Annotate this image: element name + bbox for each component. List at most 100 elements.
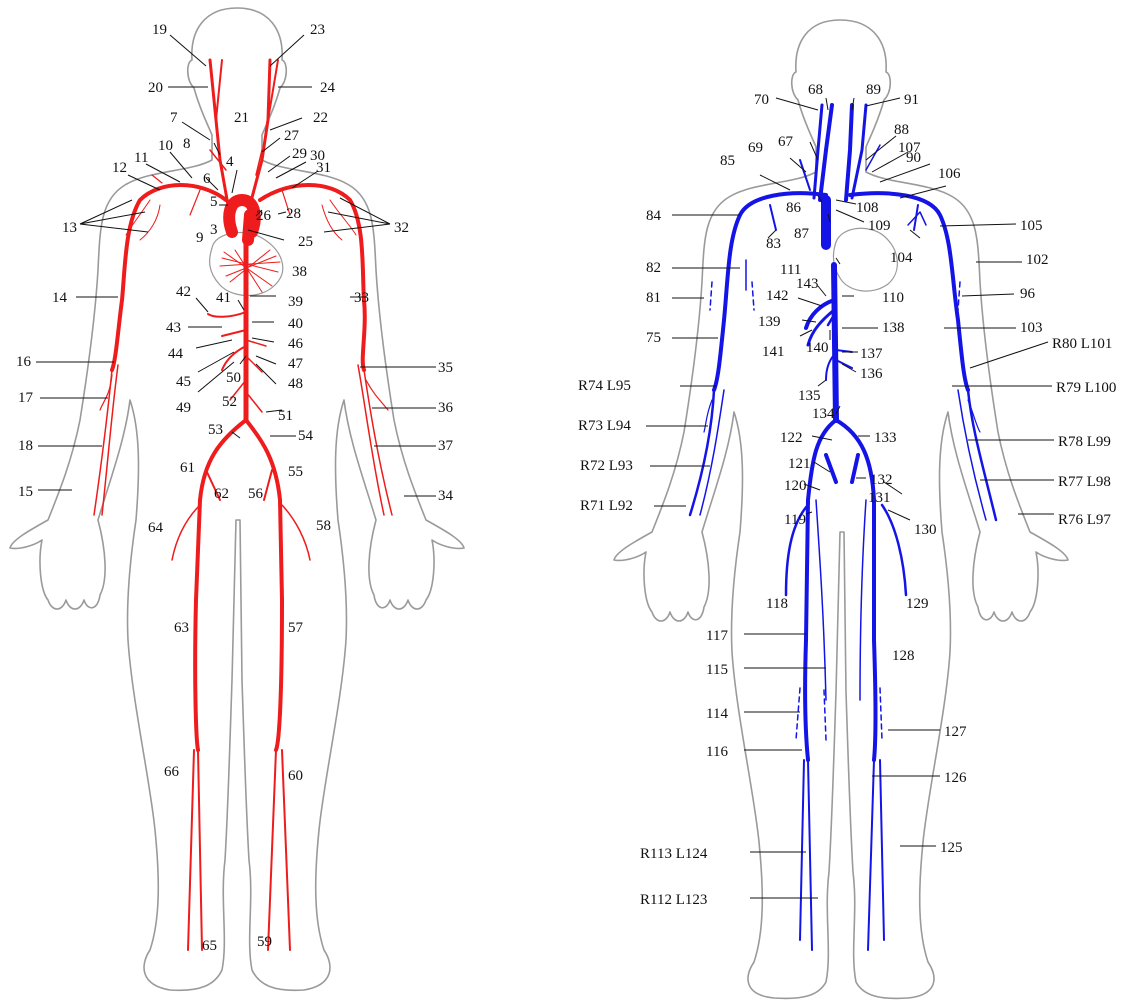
vessel-label: 50	[226, 370, 241, 386]
vessel-label: R80 L101	[1052, 336, 1112, 352]
vessel-label: 44	[168, 346, 184, 362]
vessel-label: 38	[292, 264, 307, 280]
vessel-label: 7	[170, 110, 178, 126]
vessel-label: 105	[1020, 218, 1043, 234]
venous-figure: 6889709188671076990851068610884871098310…	[578, 20, 1116, 998]
vessel-label: 120	[784, 478, 807, 494]
vessel-label: 40	[288, 316, 303, 332]
vessel-label: 49	[176, 400, 191, 416]
vessel-label: 137	[860, 346, 883, 362]
vessel-label: 126	[944, 770, 967, 786]
vessel-label: 87	[794, 226, 810, 242]
vessel-label: 90	[906, 150, 921, 166]
vessel-label: 68	[808, 82, 823, 98]
vessel-label: 122	[780, 430, 803, 446]
vessel-label: 69	[748, 140, 763, 156]
vessel-label: 6	[203, 171, 211, 187]
vessel-label: 96	[1020, 286, 1036, 302]
vessel-label: 12	[112, 160, 127, 176]
vessel-label: 26	[256, 208, 272, 224]
vessel-label: R112 L123	[640, 892, 707, 908]
vessel-label: 117	[706, 628, 728, 644]
vessel-label: 66	[164, 764, 180, 780]
vessel-label: 3	[210, 222, 218, 238]
coronary-arteries	[220, 250, 280, 292]
vessel-label: 59	[257, 934, 272, 950]
vessel-label: 104	[890, 250, 913, 266]
vessel-label: 131	[868, 490, 891, 506]
vessel-label: 19	[152, 22, 167, 38]
vessel-label: 114	[706, 706, 728, 722]
vessel-label: 84	[646, 208, 662, 224]
vessel-label: 119	[784, 512, 806, 528]
subclavian-arm-arteries-left	[260, 185, 392, 515]
vessel-label: 134	[812, 406, 835, 422]
vessel-label: 102	[1026, 252, 1049, 268]
vessel-label: 115	[706, 662, 728, 678]
vessel-label: 128	[892, 648, 915, 664]
vessel-label: 138	[882, 320, 905, 336]
vessel-label: 41	[216, 290, 231, 306]
vessel-label: 25	[298, 234, 313, 250]
vessel-label: 67	[778, 134, 794, 150]
vessel-label: 33	[354, 290, 369, 306]
vessel-label: 10	[158, 138, 173, 154]
vessel-label: 103	[1020, 320, 1043, 336]
vessel-label: 60	[288, 768, 303, 784]
vessel-label: 28	[286, 206, 301, 222]
vessel-label: R74 L95	[578, 378, 631, 394]
vessel-label: 47	[288, 356, 304, 372]
vessel-label: R72 L93	[580, 458, 633, 474]
vessel-label: 18	[18, 438, 33, 454]
vessel-label: 125	[940, 840, 963, 856]
vessel-label: 53	[208, 422, 223, 438]
vessel-label: 116	[706, 744, 728, 760]
vessel-label: 36	[438, 400, 454, 416]
vessel-label: 16	[16, 354, 32, 370]
vessel-label: 132	[870, 472, 893, 488]
vessel-label: 58	[316, 518, 331, 534]
vessel-label: 63	[174, 620, 189, 636]
vessel-label: 85	[720, 153, 735, 169]
vessel-label: 140	[806, 340, 829, 356]
vessel-label: R78 L99	[1058, 434, 1111, 450]
head-neck-veins	[800, 105, 880, 200]
arterial-figure: 1923202472122827102930114311265262813323…	[10, 8, 464, 990]
vessel-label: 82	[646, 260, 661, 276]
vessel-label: 15	[18, 484, 33, 500]
vessel-label: 65	[202, 938, 217, 954]
vessel-label: R71 L92	[580, 498, 633, 514]
heart-outline-right	[833, 228, 897, 291]
vessel-label: 109	[868, 218, 891, 234]
vessel-label: 110	[882, 290, 904, 306]
vessel-label: 35	[438, 360, 453, 376]
vessel-label: 106	[938, 166, 961, 182]
vessel-label: 91	[904, 92, 919, 108]
vessel-label: 54	[298, 428, 314, 444]
vessel-label: 89	[866, 82, 881, 98]
vessel-label: 23	[310, 22, 325, 38]
body-outline-left	[10, 8, 464, 990]
vessel-label: 37	[438, 438, 454, 454]
vessel-label: 108	[856, 200, 879, 216]
arterial-labels: 1923202472122827102930114311265262813323…	[16, 22, 454, 954]
vessel-label: 143	[796, 276, 819, 292]
vessel-label: 39	[288, 294, 303, 310]
vessel-label: 31	[316, 160, 331, 176]
vessel-label: 86	[786, 200, 802, 216]
vessel-label: 83	[766, 236, 781, 252]
vessel-label: 135	[798, 388, 821, 404]
vessel-label: 29	[292, 146, 307, 162]
vessel-label: 62	[214, 486, 229, 502]
vessel-label: 32	[394, 220, 409, 236]
vessel-label: 21	[234, 110, 249, 126]
vessel-label: 57	[288, 620, 304, 636]
vessel-label: 56	[248, 486, 264, 502]
vessel-label: 52	[222, 394, 237, 410]
vessel-label: 17	[18, 390, 34, 406]
vessel-label: 51	[278, 408, 293, 424]
vessel-label: 141	[762, 344, 785, 360]
vessel-label: 133	[874, 430, 897, 446]
vessel-label: 14	[52, 290, 68, 306]
